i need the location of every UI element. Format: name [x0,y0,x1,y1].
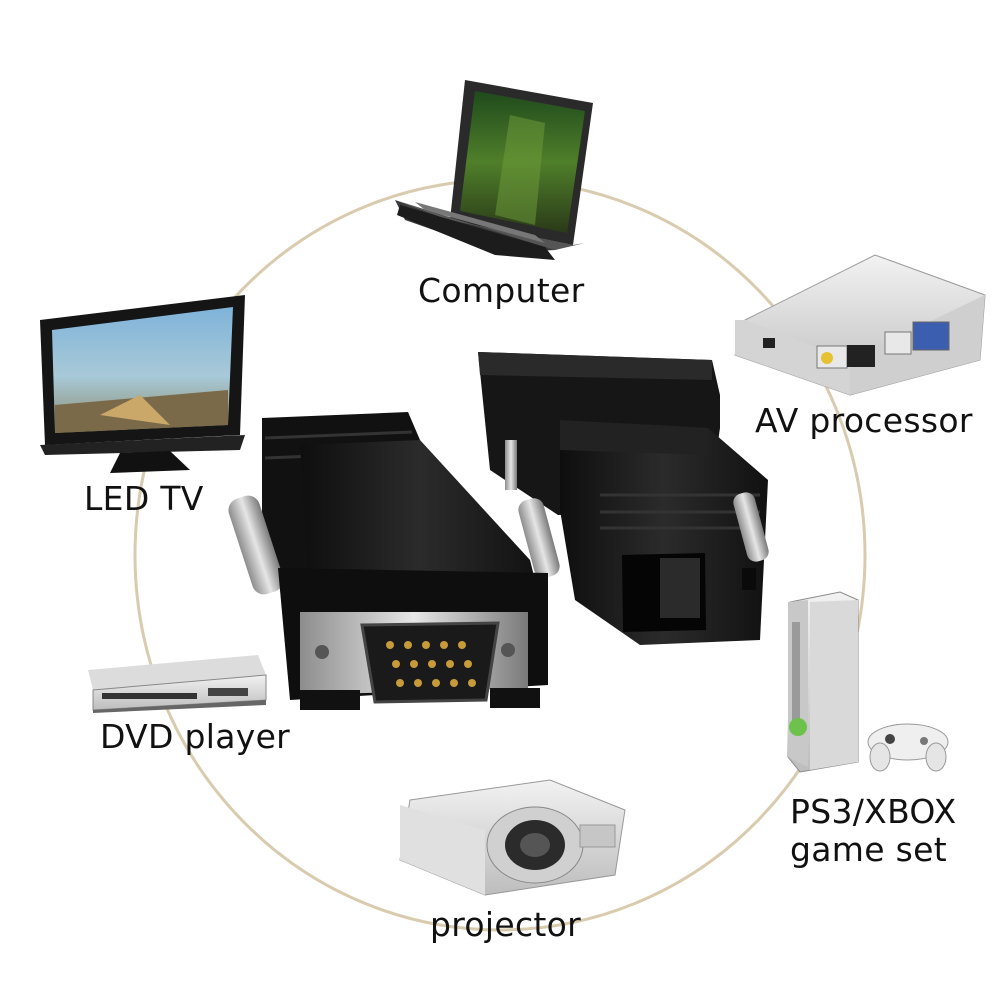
vga-pins [386,641,476,687]
label-projector: projector [430,905,581,944]
label-led-tv: LED TV [84,479,204,518]
label-av-processor: AV processor [755,401,973,440]
laptop-icon [395,80,593,260]
rj45-adapter-right [478,352,769,645]
av-processor-box-icon [734,254,986,396]
thumbscrew-left [228,495,284,595]
projector-icon [399,779,626,896]
game-controller-icon [867,723,949,772]
label-computer: Computer [418,271,585,310]
thumbscrew-right-back [733,492,769,562]
label-dvd-player: DVD player [100,717,291,756]
label-ps3-xbox: PS3/XBOX game set [790,792,957,869]
game-console-icon [787,591,949,773]
tv-icon [40,295,245,473]
dvd-player-icon [88,655,267,713]
vga-adapter-left [228,412,548,710]
thumbscrew-right-front [518,498,560,578]
